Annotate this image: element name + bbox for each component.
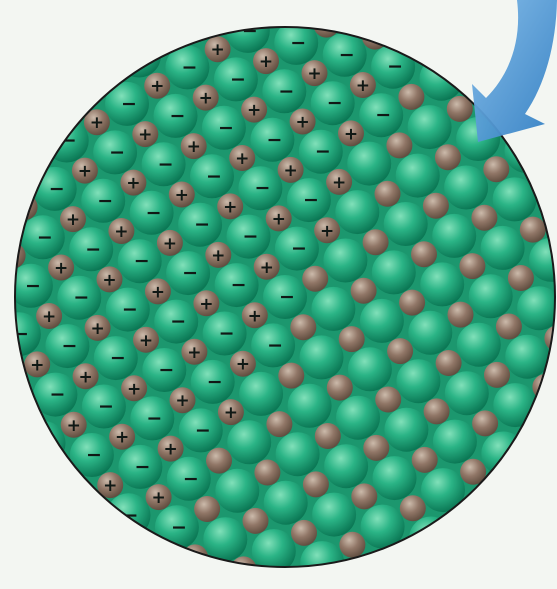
crystal-lattice-diagram: −+−+−++−++−−+−−++−++−−+−−+−−++−++−−+−−++…: [0, 0, 557, 589]
lattice-magnified-view: −+−+−++−++−−+−−++−++−−+−−+−−++−++−−+−−++…: [0, 0, 557, 589]
